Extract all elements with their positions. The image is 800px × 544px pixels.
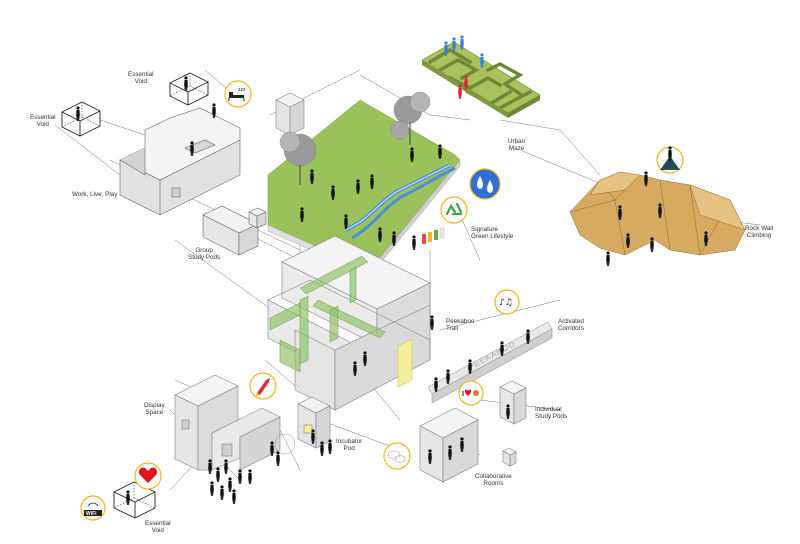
incubator-pod bbox=[297, 396, 332, 456]
central-building bbox=[267, 235, 434, 411]
label-activated-corridors: Activated Corridors bbox=[558, 318, 584, 333]
collaborative-rooms bbox=[419, 407, 479, 483]
urban-maze bbox=[421, 35, 541, 118]
essential-void-bottom bbox=[113, 481, 156, 519]
music-icon: ♪♫ bbox=[494, 289, 520, 315]
peekaboo-trail bbox=[269, 255, 386, 373]
label-essential-void-top: Essential Void bbox=[128, 71, 154, 86]
wifi-text: WiFi bbox=[86, 511, 97, 517]
love-basketball-icon: I bbox=[458, 380, 484, 406]
label-rock-wall-climbing: Rock Wall Climbing bbox=[745, 225, 774, 240]
pod-glass-icon bbox=[274, 433, 296, 455]
label-essential-void-left: Essential Void bbox=[30, 114, 56, 129]
activated-corridors: PEEKABOO bbox=[427, 321, 553, 404]
work-live-play-block bbox=[119, 103, 241, 216]
label-display-space: Display Space bbox=[144, 402, 165, 417]
sleep-text: zzz bbox=[238, 87, 246, 93]
tree-group bbox=[279, 91, 431, 185]
label-incubator-pod: Incubator Pod bbox=[336, 438, 363, 453]
individual-study-pods bbox=[499, 380, 527, 467]
essential-void-top bbox=[169, 72, 209, 106]
water-drop-icon bbox=[469, 168, 501, 200]
rocket-icon bbox=[249, 372, 277, 400]
display-space bbox=[174, 374, 281, 504]
music-text: ♪♫ bbox=[499, 298, 513, 308]
label-collaborative-rooms: Collaborative Rooms bbox=[475, 473, 512, 488]
label-signature-green-lifestyle: Signature Green Lifestyle bbox=[471, 226, 514, 241]
love-text: I bbox=[462, 391, 464, 398]
label-work-live-play: Work, Live, Play bbox=[72, 191, 118, 198]
label-peekaboo-trail: Peekaboo Trail bbox=[446, 318, 475, 333]
glass-pod-top bbox=[275, 92, 305, 136]
label-individual-study-pods: Individual Study Pods bbox=[535, 406, 568, 421]
climber-summit-icon bbox=[656, 146, 684, 174]
label-group-study-pods: Group Study Pods bbox=[188, 247, 221, 262]
heart-icon bbox=[134, 462, 162, 490]
label-urban-maze: Urban Maze bbox=[508, 138, 526, 153]
chat-bubble-icon bbox=[383, 442, 411, 470]
recycle-icon bbox=[440, 196, 468, 224]
essential-void-left bbox=[61, 101, 101, 137]
rock-wall bbox=[569, 171, 746, 266]
wifi-icon: WiFi bbox=[80, 495, 106, 521]
label-essential-void-bottom: Essential Void bbox=[145, 520, 171, 535]
sleep-icon: zzz bbox=[224, 80, 252, 108]
recycle-bins bbox=[378, 227, 445, 250]
group-study-pods bbox=[202, 205, 267, 256]
